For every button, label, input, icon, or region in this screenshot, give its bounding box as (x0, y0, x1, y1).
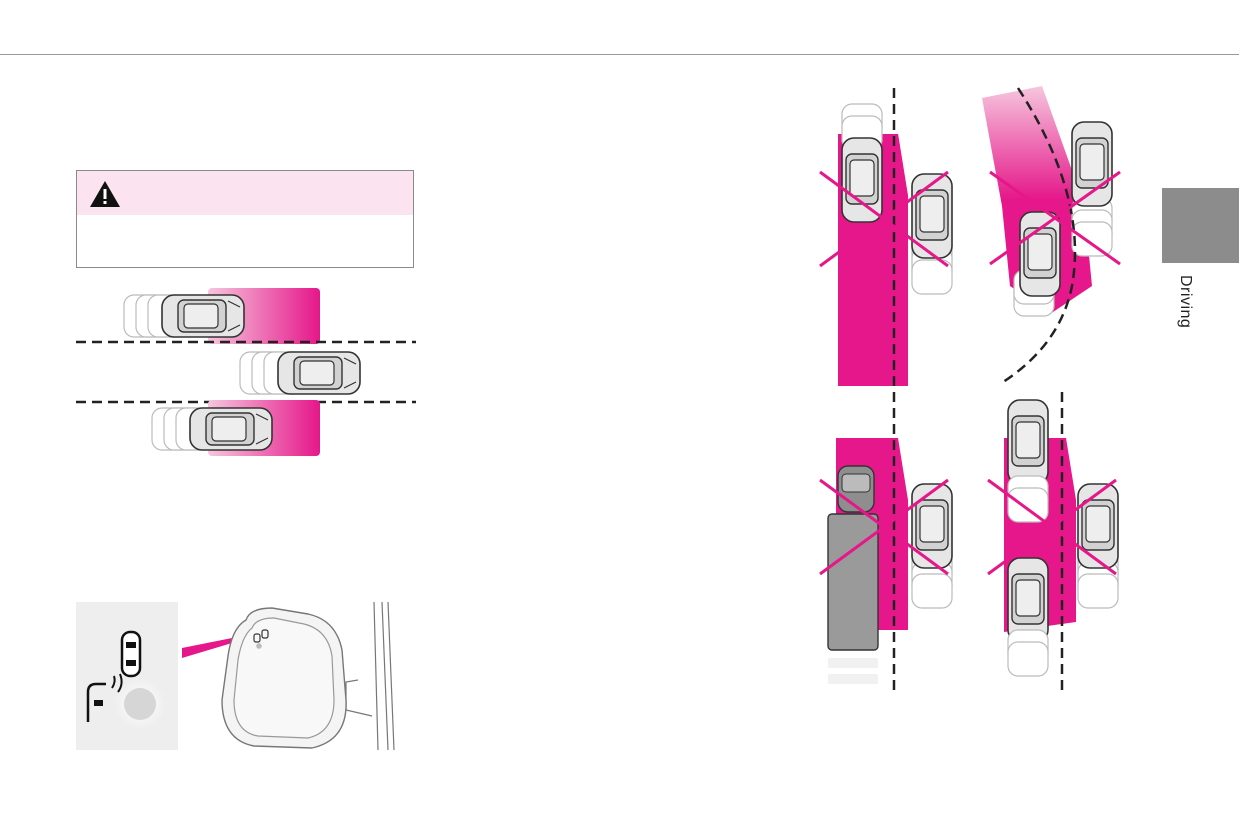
warning-box (76, 170, 414, 268)
false-alarm-figure-truck (819, 392, 953, 690)
false-alarm-figure-curve (982, 86, 1121, 386)
false-alarm-figure-adjacent (819, 88, 953, 386)
section-tab-label: Driving (1177, 275, 1194, 329)
side-mirror-figure (76, 601, 395, 751)
blind-spot-indicator-icon (86, 630, 142, 722)
warning-triangle-icon (90, 181, 120, 207)
section-tab (1162, 188, 1239, 263)
truck (827, 465, 879, 684)
lane-detection-figure (76, 288, 416, 456)
top-rule (0, 54, 1239, 55)
warning-header (77, 171, 413, 215)
false-alarm-figure-multiple (987, 392, 1119, 690)
